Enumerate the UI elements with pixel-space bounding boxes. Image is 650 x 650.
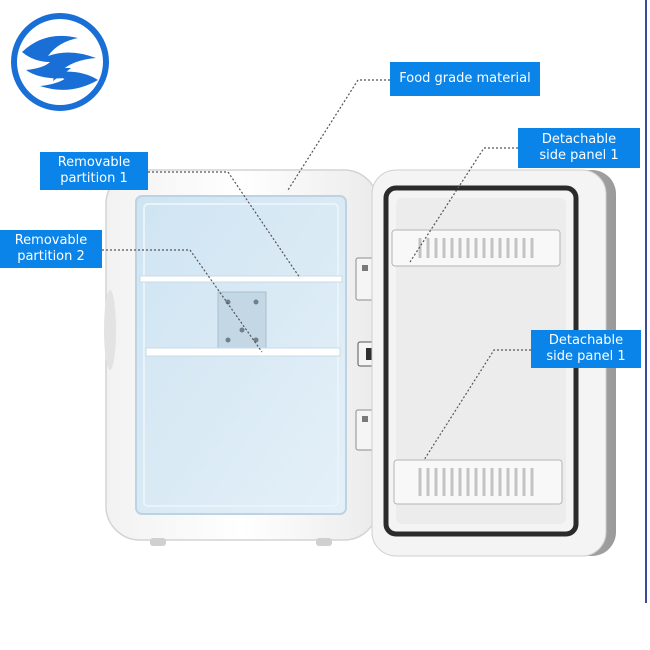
- callout-detachable-side-panel-bottom: Detachable side panel 1: [531, 330, 641, 368]
- door-side-panel-top: [391, 229, 561, 267]
- shelf-partition-2: [145, 347, 341, 357]
- brand-wave-logo: [11, 13, 109, 111]
- callout-text-line1: Detachable: [548, 333, 624, 348]
- callout-removable-partition-2: Removable partition 2: [0, 230, 102, 268]
- callout-removable-partition-1: Removable partition 1: [40, 152, 148, 190]
- shelf-partition-1: [139, 275, 343, 283]
- back-plate: [217, 291, 267, 351]
- callout-food-grade-material: Food grade material: [390, 62, 540, 96]
- callout-text-line2: partition 2: [17, 249, 85, 264]
- callout-text-line2: side panel 1: [539, 148, 619, 163]
- callout-text-line2: side panel 1: [546, 349, 626, 364]
- callout-text-line1: Detachable: [541, 132, 617, 147]
- right-edge-rule: [645, 0, 647, 603]
- callout-text-line1: Removable: [57, 155, 131, 170]
- callout-text-line2: partition 1: [60, 171, 128, 186]
- callout-detachable-side-panel-top: Detachable side panel 1: [518, 128, 640, 168]
- callout-text-line1: Removable: [14, 233, 88, 248]
- callout-leaders: [102, 79, 531, 461]
- callout-text: Food grade material: [399, 71, 531, 86]
- door-side-panel-bottom: [393, 459, 563, 505]
